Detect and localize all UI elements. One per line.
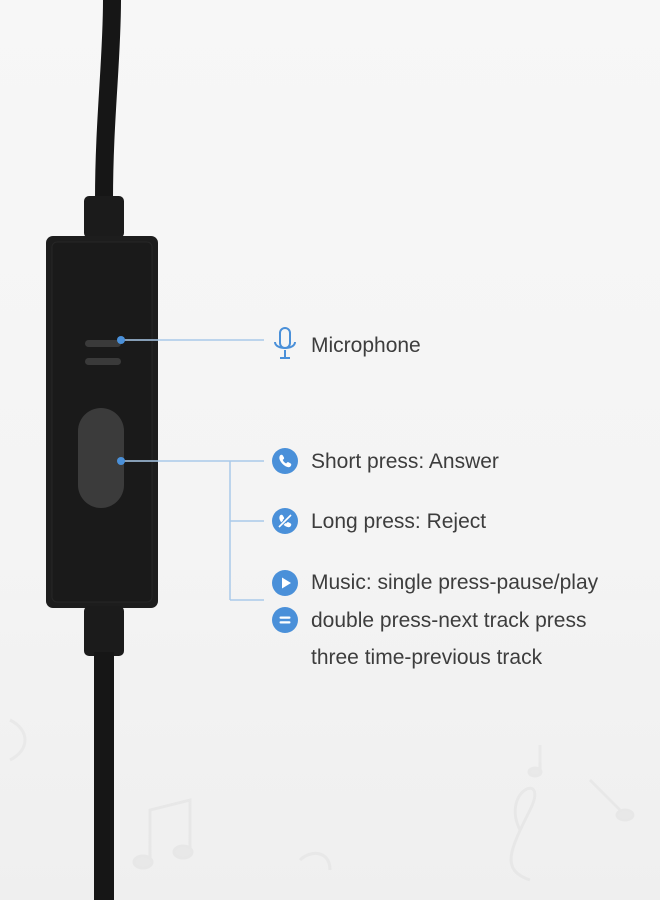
music-line-3: three time-previous track <box>311 646 543 669</box>
lower-cable-collar <box>84 606 124 656</box>
music-line-2: double press-next track press <box>311 609 587 632</box>
button-anchor-dot <box>117 457 125 465</box>
phone-answer-icon <box>272 448 298 474</box>
mic-slot-lower <box>85 358 121 365</box>
microphone-label: Microphone <box>311 334 421 357</box>
leader-lines <box>121 339 264 601</box>
upper-cable <box>95 0 121 209</box>
mic-slot-upper <box>85 340 121 347</box>
lower-cable <box>94 652 114 900</box>
music-notes-decoration <box>9 718 635 882</box>
remote-button <box>78 408 124 508</box>
play-icon <box>272 570 298 596</box>
menu-lines-icon <box>272 607 298 633</box>
microphone-icon <box>274 327 296 359</box>
mic-anchor-dot <box>117 336 125 344</box>
short-press-label: Short press: Answer <box>311 450 499 473</box>
music-line-1: Music: single press-pause/play <box>311 571 599 594</box>
upper-cable-collar <box>84 196 124 238</box>
long-press-label: Long press: Reject <box>311 510 487 533</box>
phone-reject-icon <box>272 508 298 534</box>
